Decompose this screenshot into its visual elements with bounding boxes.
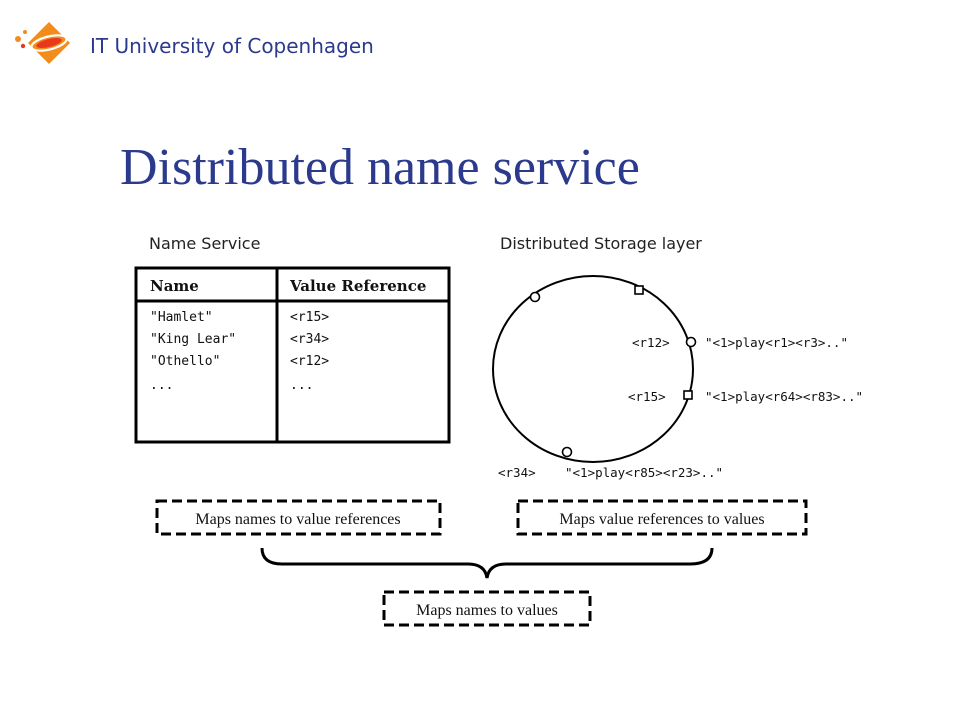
table-cell-name: "King Lear"	[150, 332, 236, 347]
node-ref-label: <r34>	[498, 465, 536, 480]
ring-node	[561, 446, 573, 458]
column-header-name: Name	[150, 277, 199, 295]
node-value-label: "<1>play<r1><r3>.."	[705, 335, 848, 350]
names-to-references-box	[155, 499, 442, 536]
table-cell-name: ...	[150, 378, 173, 393]
slide-title: Distributed name service	[120, 139, 640, 196]
node-value-label: "<1>play<r64><r83>.."	[705, 389, 863, 404]
names-to-values-text: Maps names to values	[416, 602, 558, 619]
table-cell-ref: <r34>	[290, 332, 329, 347]
node-ref-label: <r12>	[632, 335, 670, 350]
ring-node	[529, 291, 541, 303]
ring-node	[685, 336, 697, 348]
table-cell-name: "Othello"	[150, 354, 220, 369]
table-cell-ref: <r15>	[290, 310, 329, 325]
node-ref-label: <r15>	[628, 389, 666, 404]
references-to-values-box	[516, 499, 808, 536]
names-to-references-text: Maps names to value references	[195, 511, 400, 528]
table-cell-ref: <r12>	[290, 354, 329, 369]
itu-logo-icon	[15, 22, 70, 64]
org-name: IT University of Copenhagen	[90, 34, 374, 58]
storage-label: Distributed Storage layer	[500, 234, 702, 253]
table-cell-ref: ...	[290, 378, 313, 393]
column-header-value-reference: Value Reference	[289, 277, 426, 295]
node-value-label: "<1>play<r85><r23>.."	[565, 465, 723, 480]
storage-ring	[492, 275, 694, 463]
name-service-table	[134, 266, 451, 444]
references-to-values-text: Maps value references to values	[559, 511, 764, 528]
joining-brace	[260, 547, 714, 579]
ring-node	[634, 285, 644, 295]
ring-node	[683, 390, 693, 400]
table-cell-name: "Hamlet"	[150, 310, 213, 325]
name-service-label: Name Service	[149, 234, 260, 253]
